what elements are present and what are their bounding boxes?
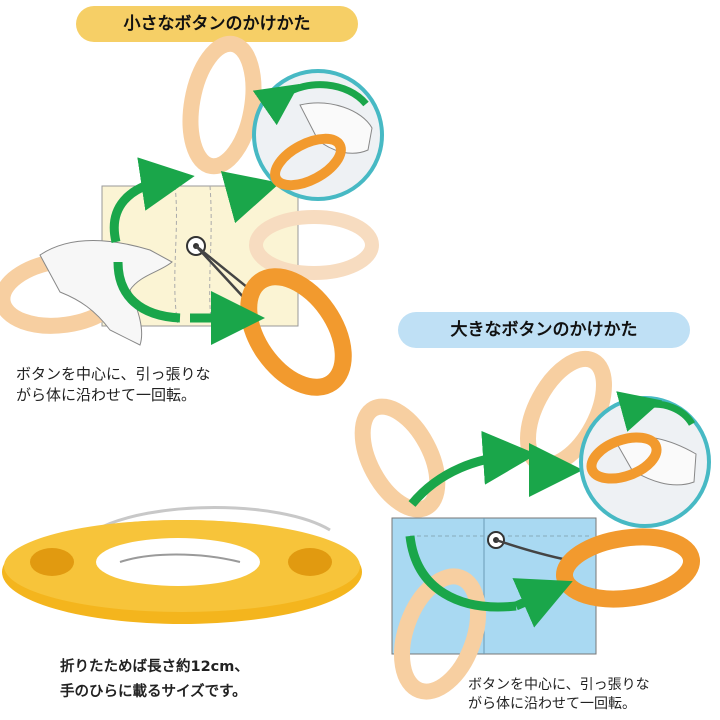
button-hook-ring-small: [240, 268, 352, 396]
section-title-large-button: 大きなボタンのかけかた: [398, 312, 690, 348]
rotation-arrow: [113, 261, 181, 323]
caption-line: がら体に沿わせて一回転。: [468, 696, 636, 712]
small-button-illustration: [0, 35, 384, 396]
rotation-arrow: [109, 157, 195, 244]
caption-large-button: ボタンを中心に、引っ張りな がら体に沿わせて一回転。: [468, 676, 650, 714]
large-button-illustration: [354, 350, 711, 700]
caption-line: がら体に沿わせて一回転。: [16, 386, 197, 404]
caption-line: ボタンを中心に、引っ張りな: [468, 677, 650, 693]
button-hook-ring-large: [555, 528, 701, 608]
caption-product-size: 折りたためば長さ約12cm、 手のひらに載るサイズです。: [60, 655, 249, 705]
ring-ghost-bottom: [394, 568, 486, 700]
hand-outline: [39, 240, 173, 346]
caption-small-button: ボタンを中心に、引っ張りな がら体に沿わせて一回転。: [16, 364, 211, 406]
caption-line: ボタンを中心に、引っ張りな: [16, 365, 211, 383]
ring-ghost-right: [249, 210, 379, 280]
product-center-hole: [96, 538, 260, 586]
caption-line: 折りたためば長さ約12cm、: [60, 659, 249, 675]
rotation-arrow: [512, 578, 573, 628]
ring-ghost-top: [182, 35, 262, 175]
ring-ghost-upper: [354, 398, 446, 518]
rotation-arrow: [405, 535, 517, 612]
caption-line: 手のひらに載るサイズです。: [60, 684, 247, 700]
rotation-arrow: [408, 430, 537, 507]
rotation-arrow: [220, 171, 281, 224]
product-folded-hook: [2, 506, 362, 624]
section-title-small-button: 小さなボタンのかけかた: [76, 6, 358, 42]
